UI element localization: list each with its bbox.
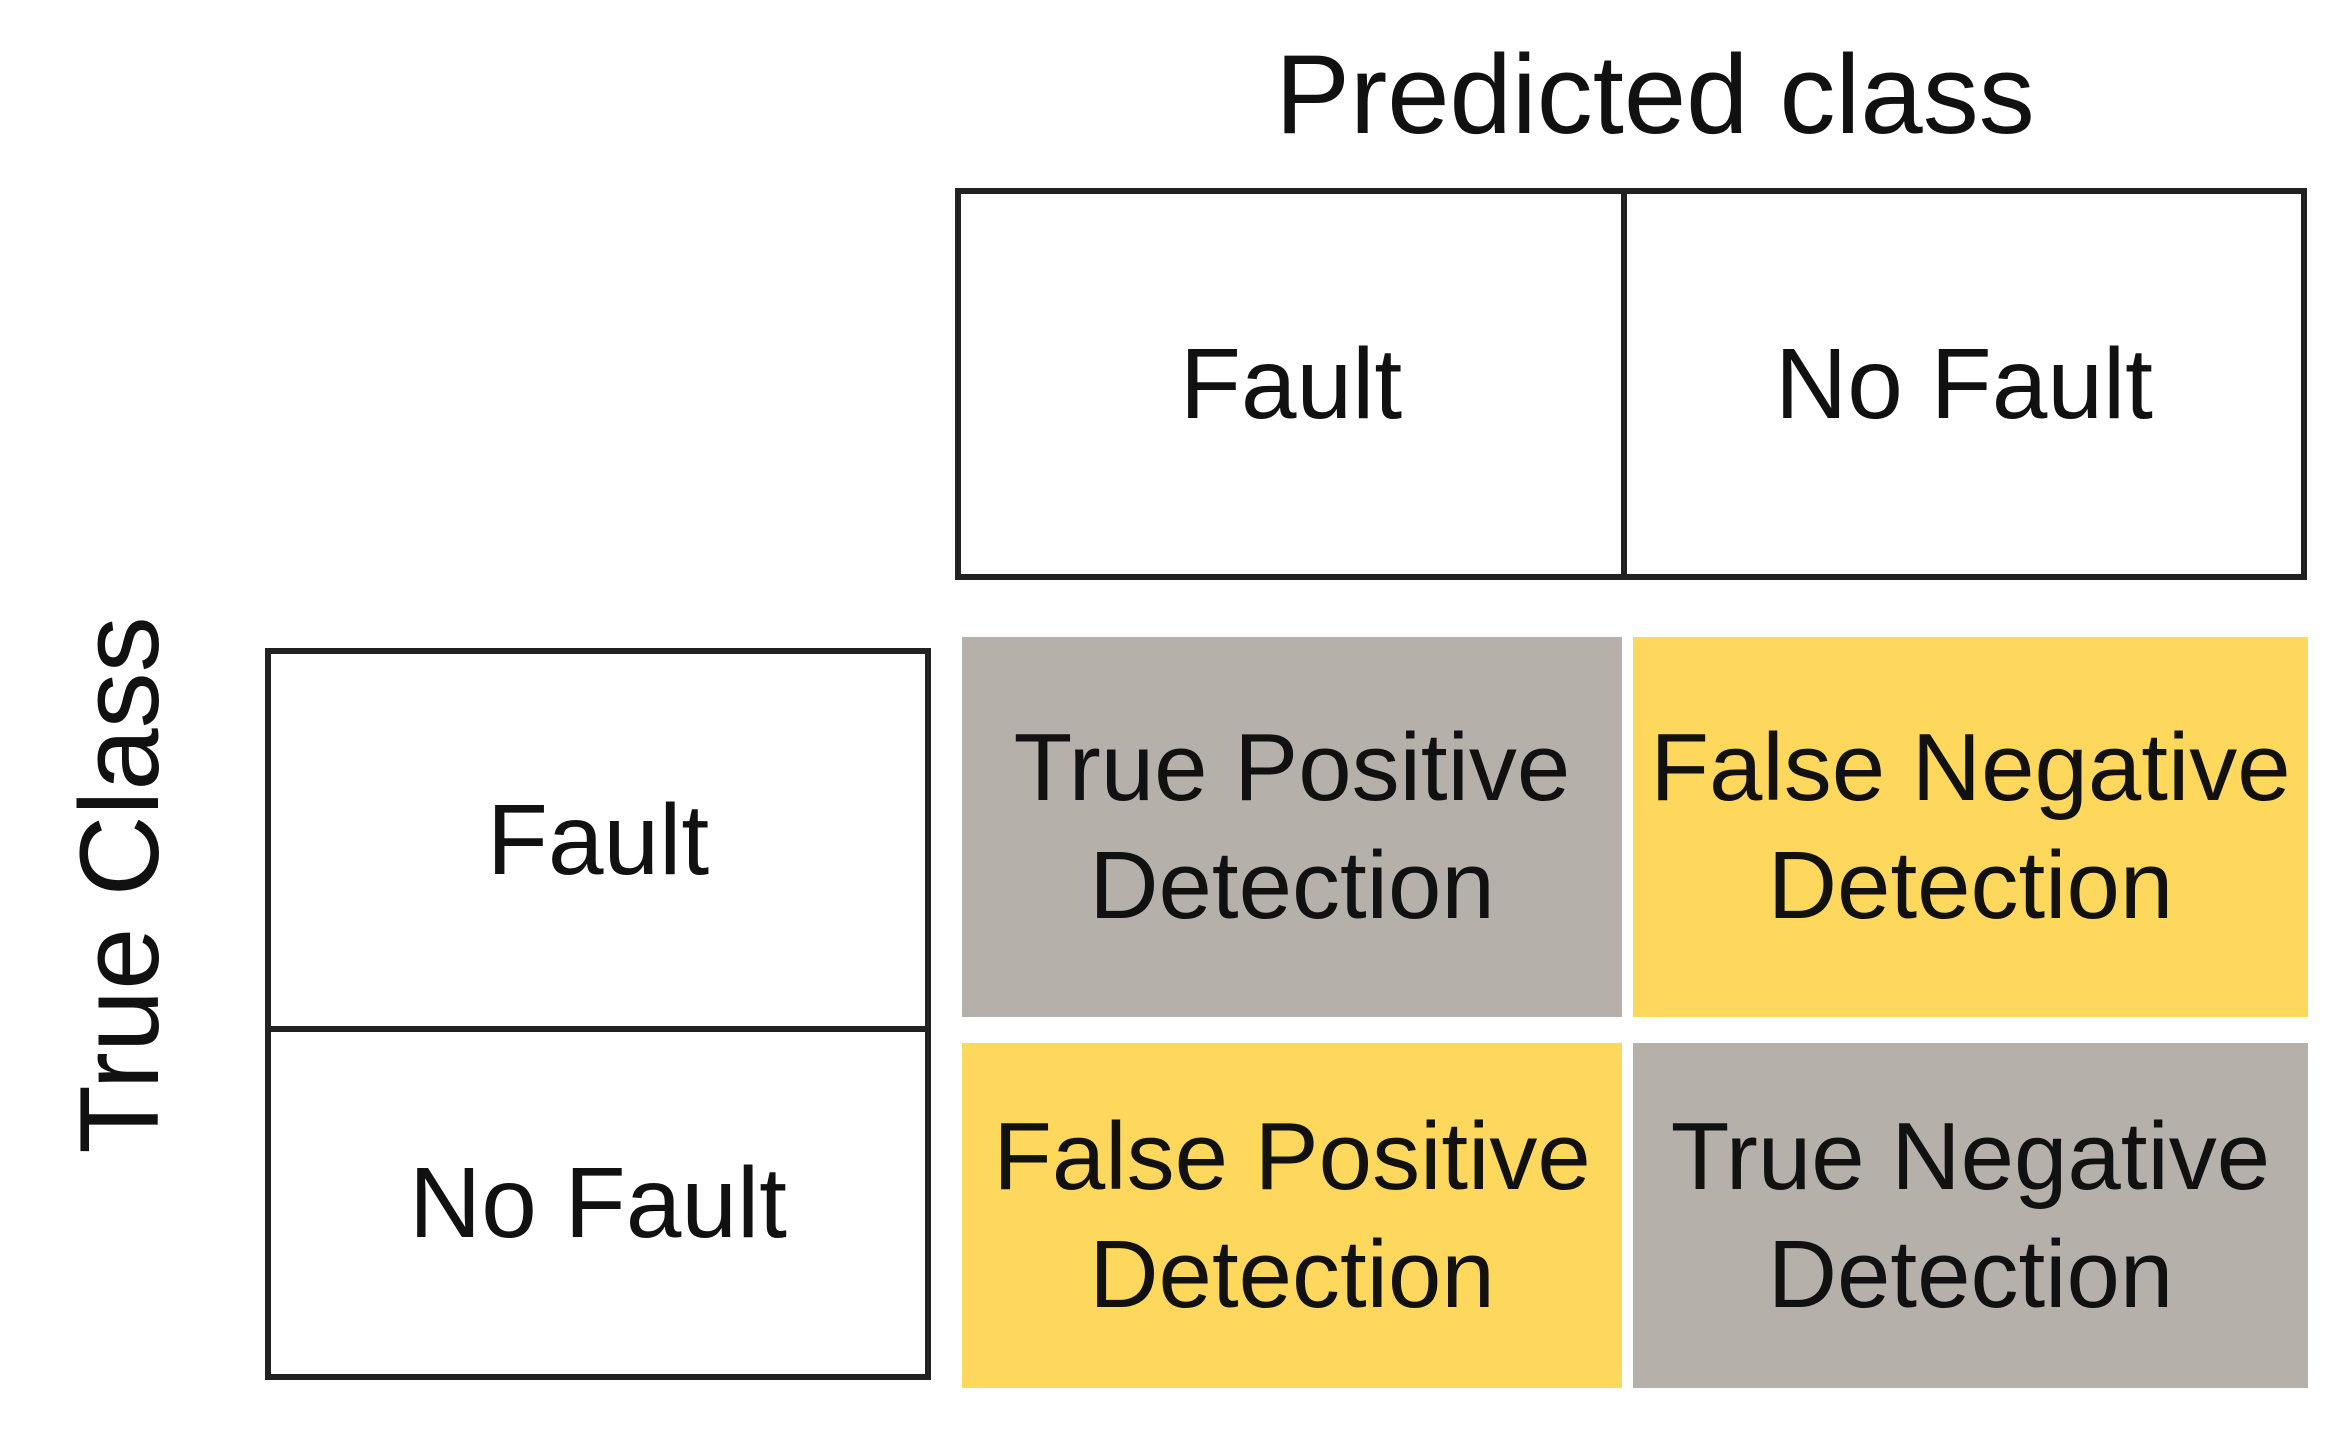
true-no-fault-header: No Fault [265, 1026, 931, 1380]
false-negative-line1: False Negative [1650, 714, 2291, 821]
false-positive-line1: False Positive [993, 1102, 1591, 1210]
true-class-title: True Class [57, 616, 182, 1154]
predicted-fault-label: Fault [1179, 327, 1403, 440]
false-negative-line2: Detection [1767, 832, 2174, 939]
predicted-fault-header: Fault [955, 188, 1627, 580]
false-positive-cell: False Positive Detection [962, 1043, 1622, 1388]
true-no-fault-label: No Fault [409, 1146, 787, 1259]
true-negative-cell: True Negative Detection [1633, 1043, 2308, 1388]
true-negative-line1: True Negative [1670, 1102, 2271, 1210]
true-positive-line1: True Positive [1013, 714, 1571, 821]
true-positive-line2: Detection [1089, 832, 1495, 939]
false-negative-cell: False Negative Detection [1633, 637, 2308, 1017]
false-positive-line2: Detection [1089, 1220, 1495, 1328]
predicted-no-fault-header: No Fault [1621, 188, 2307, 580]
true-fault-header: Fault [265, 648, 931, 1032]
true-negative-line2: Detection [1767, 1220, 2174, 1328]
true-fault-label: Fault [486, 783, 710, 896]
true-positive-cell: True Positive Detection [962, 637, 1622, 1017]
predicted-no-fault-label: No Fault [1775, 327, 2153, 440]
predicted-class-title: Predicted class [1275, 32, 2035, 157]
